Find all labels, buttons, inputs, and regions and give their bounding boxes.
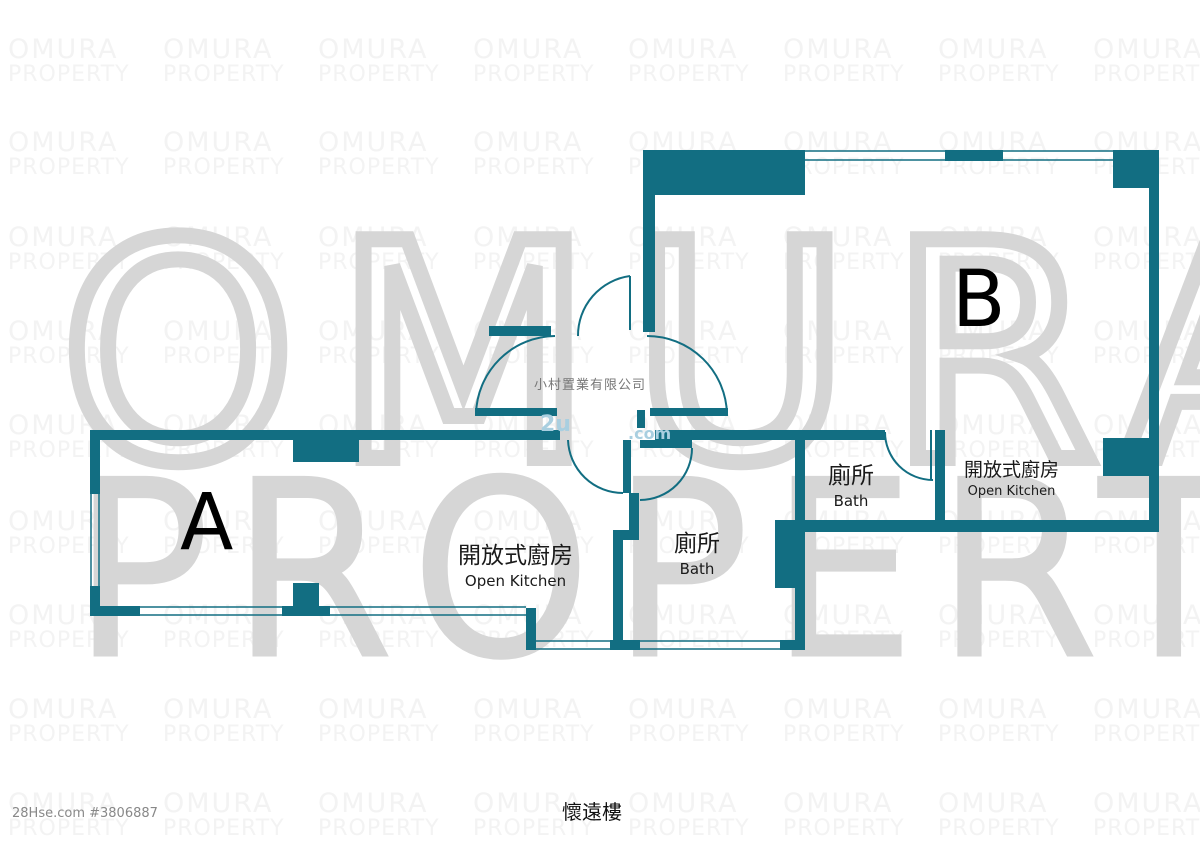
room-label-zh: 開放式廚房 (458, 543, 573, 569)
room-label-en: Open Kitchen (464, 572, 567, 590)
room-label-en: Bath (833, 492, 869, 510)
unit-a-kitchen-label: 開放式廚房 Open Kitchen (458, 536, 573, 590)
room-label-zh: 廁所 (674, 531, 720, 557)
unit-a-bath-label: 廁所 Bath (674, 524, 720, 578)
room-label-zh: 開放式廚房 (964, 459, 1060, 481)
unit-a-letter: A (180, 478, 234, 568)
unit-b-kitchen-label: 開放式廚房 Open Kitchen (964, 455, 1059, 499)
room-label-en: Bath (679, 560, 715, 578)
unit-b-bath-label: 廁所 Bath (828, 456, 874, 510)
unit-b-letter: B (952, 255, 1006, 345)
site-watermark-right: .com (628, 424, 672, 443)
company-label: 小村置業有限公司 (534, 378, 647, 393)
room-label-en: Open Kitchen (967, 484, 1056, 499)
site-watermark-left: 2u (540, 412, 571, 437)
building-name: 懷遠樓 (562, 800, 622, 824)
listing-id: 28Hse.com #3806887 (12, 806, 158, 821)
room-label-zh: 廁所 (828, 463, 874, 489)
